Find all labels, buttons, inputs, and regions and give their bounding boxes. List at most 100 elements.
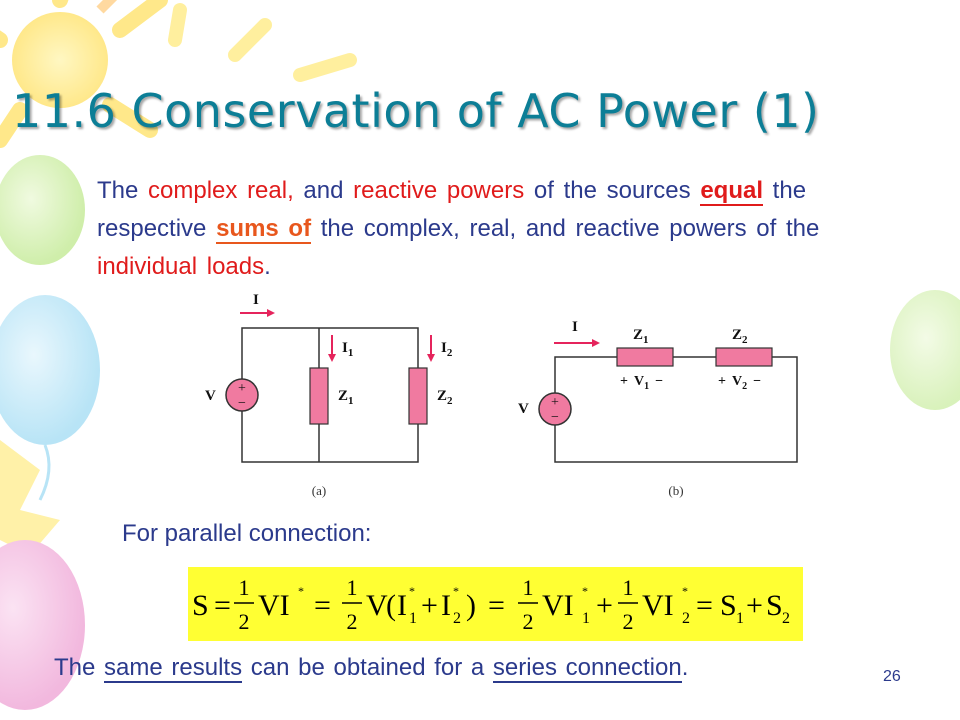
- eq-vi4-star: *: [682, 584, 688, 598]
- para-text: of the sources: [524, 177, 701, 204]
- eq-rparen: ): [466, 589, 476, 622]
- pink-balloon: [0, 540, 85, 710]
- circuit-b-wire: [554, 356, 798, 463]
- eq-i2: I: [441, 589, 451, 622]
- eq-vi3-sub: 1: [582, 610, 590, 627]
- eq-vi-4: VI: [642, 589, 674, 622]
- voltage-source-b: [538, 392, 572, 426]
- bottom-text: .: [681, 654, 689, 681]
- eq-frac1-den: 2: [239, 609, 250, 634]
- label-v-a: V: [205, 388, 216, 404]
- eq-i1: I: [397, 589, 407, 622]
- label-v2-b: +V2−: [718, 374, 761, 392]
- green-shape-right: [890, 290, 960, 410]
- yellow-streaks: [168, 3, 357, 82]
- para-underlined-equal: equal: [700, 177, 764, 206]
- para-highlight-individual-loads: individual loads: [97, 253, 265, 280]
- para-text: .: [264, 253, 271, 280]
- eq-equals-4: =: [696, 589, 713, 622]
- impedance-z2-a: [408, 367, 428, 425]
- parallel-subheading: For parallel connection:: [122, 520, 372, 547]
- eq-plus-2: +: [596, 589, 613, 622]
- eq-equals-3: =: [488, 589, 505, 622]
- label-z1-a: Z1: [338, 388, 354, 407]
- circuit-a-wire: [241, 410, 419, 463]
- blue-balloon: [0, 295, 100, 501]
- source-minus-b: −: [551, 410, 559, 425]
- eq-i1-sub: 1: [409, 610, 417, 627]
- circuit-a-wire: [241, 327, 419, 379]
- eq-frac3-num: 1: [523, 575, 534, 600]
- label-z1-b: Z1: [633, 327, 649, 346]
- label-z2-b: Z2: [732, 327, 748, 346]
- eq-frac2-den: 2: [347, 609, 358, 634]
- para-underlined-sums-of: sums of: [216, 215, 312, 244]
- source-plus-b: +: [551, 395, 559, 410]
- eq-plus-1: +: [421, 589, 438, 622]
- source-plus-a: +: [238, 381, 246, 396]
- eq-s: S: [192, 589, 209, 622]
- label-v-b: V: [518, 401, 529, 417]
- para-highlight-complex-real: complex real,: [148, 177, 294, 204]
- eq-i1-star: *: [409, 584, 415, 598]
- current-arrowhead-i1: [328, 354, 336, 362]
- eq-s1: S: [720, 589, 737, 622]
- caption-a: (a): [312, 483, 326, 498]
- para-text: and: [293, 177, 354, 204]
- eq-s1-sub: 1: [736, 610, 744, 627]
- source-minus-a: −: [238, 396, 246, 411]
- eq-vi-3: VI: [542, 589, 574, 622]
- label-i-b: I: [572, 319, 578, 335]
- impedance-z1-a: [309, 367, 329, 425]
- eq-equals-2: =: [314, 589, 331, 622]
- eq-equals: =: [214, 589, 231, 622]
- eq-frac4-num: 1: [623, 575, 634, 600]
- eq-vi3-star: *: [582, 584, 588, 598]
- impedance-z1-b: [616, 347, 674, 367]
- yellow-star-shape: [0, 440, 60, 555]
- circuit-b-wire: [554, 356, 617, 393]
- eq-vi4-sub: 2: [682, 610, 690, 627]
- series-circuit-diagram: + − I V Z1 Z2 +V1− +V2− (b): [518, 319, 798, 498]
- label-i1: I1: [342, 340, 353, 359]
- green-balloon: [0, 155, 85, 265]
- bottom-underlined-series-connection: series connection: [492, 654, 682, 683]
- para-text: the complex, real, and reactive powers o…: [311, 215, 820, 242]
- eq-frac4-den: 2: [623, 609, 634, 634]
- eq-s2-sub: 2: [782, 610, 790, 627]
- label-v1-b: +V1−: [620, 374, 663, 392]
- eq-frac3-den: 2: [523, 609, 534, 634]
- para-text: the respective: [97, 177, 807, 242]
- bottom-text: can be obtained for a: [242, 654, 493, 681]
- eq-frac2-num: 1: [347, 575, 358, 600]
- current-arrowhead-i-b: [592, 339, 600, 347]
- power-equation: S = 1 2 VI * = 1 2 V ( I * 1 + I * 2 ) =…: [192, 575, 790, 634]
- para-text: The: [97, 177, 149, 204]
- eq-i2-sub: 2: [453, 610, 461, 627]
- sun-shape: [0, 0, 168, 148]
- eq-v-2: V: [366, 589, 388, 622]
- equation-box: S = 1 2 VI * = 1 2 V ( I * 1 + I * 2 ) =…: [188, 567, 803, 641]
- impedance-z2-b: [715, 347, 773, 367]
- voltage-source-a: [225, 378, 259, 412]
- bottom-text: The: [54, 654, 105, 681]
- eq-plus-3: +: [746, 589, 763, 622]
- label-z2-a: Z2: [437, 388, 453, 407]
- series-note: The same results can be obtained for a s…: [54, 654, 689, 683]
- label-i-a: I: [253, 292, 259, 308]
- eq-star-1: *: [298, 584, 304, 598]
- page-number: 26: [883, 668, 901, 685]
- current-arrowhead-i-a: [267, 309, 275, 317]
- eq-lparen: (: [386, 589, 396, 622]
- eq-s2: S: [766, 589, 783, 622]
- slide-title: 11.6 Conservation of AC Power (1): [12, 84, 820, 138]
- intro-paragraph: The complex real, and reactive powers of…: [97, 172, 867, 286]
- parallel-circuit-diagram: + − I I1 I2 V Z1 Z2 (a): [205, 292, 453, 498]
- eq-i2-star: *: [453, 584, 459, 598]
- caption-b: (b): [668, 483, 683, 498]
- current-arrowhead-i2: [427, 354, 435, 362]
- eq-vi-1: VI: [258, 589, 290, 622]
- label-i2: I2: [441, 340, 453, 359]
- eq-frac1-num: 1: [239, 575, 250, 600]
